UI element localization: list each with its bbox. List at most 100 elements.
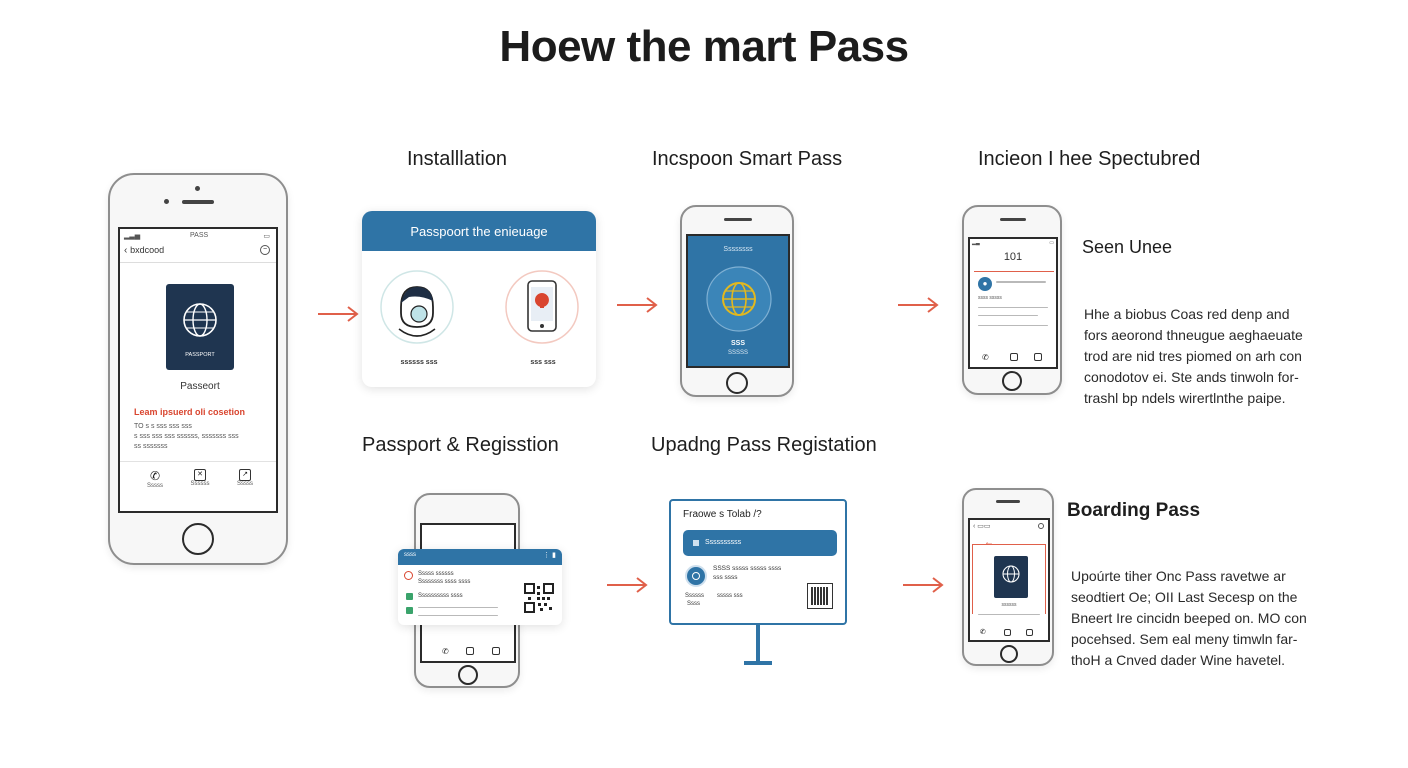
arrow-right-icon [607,577,648,593]
send-icon[interactable] [1026,629,1033,636]
status-icons: ⋮ ▮ [543,552,556,559]
status-time: PASS [190,232,209,239]
update-line-2: sss ssss [713,574,738,581]
phone-speaker [996,500,1020,503]
scan-icon: ✕ [194,469,206,481]
phone-icon: ✆ [149,469,161,483]
placeholder-line [978,315,1038,316]
globe-icon [1002,565,1020,583]
update-side-left-2: Ssss [687,601,701,607]
phone-speaker [724,218,752,221]
battery-icon: ▭ [263,233,270,240]
globe-icon [706,266,772,332]
phone-speaker [182,200,214,204]
qr-code-icon [524,583,554,613]
placeholder-line [978,614,1040,615]
placeholder-line [418,615,498,616]
step-label-spectured: Incieon I hee Spectubred [978,148,1201,170]
update-card-title: Fraowe s Tolab /? [683,509,762,520]
boarding-desc-line: seodtiert Oe; OII Last Secesp on the [1071,589,1298,605]
spectured-phone: ▂▃ ▭ 101 ● ssss sssss ✆ [962,205,1062,395]
barcode-icon [807,583,833,609]
send-icon[interactable] [1034,353,1042,361]
placeholder-line [978,307,1048,308]
arrow-right-icon [898,297,939,313]
step-label-inspection: Incspoon Smart Pass [652,148,843,170]
arrow-right-icon [617,297,658,313]
back-button[interactable]: ‹ bxdcood [124,245,164,256]
home-button[interactable] [726,372,748,394]
boarding-desc-line: Bneert Ire cincidn beeped on. MO con [1071,610,1307,626]
step-label-passport-registration: Passport & Regisstion [362,434,559,456]
more-icon[interactable]: − [260,245,270,255]
body-line-2: s sss sss sss ssssss, sssssss sss [134,433,239,440]
learn-more-link[interactable]: Leam ipsuerd oli cosetion [134,407,246,417]
phone-speaker [1000,218,1026,221]
inspect-phone: Ssssssss SSS SSSSS [680,205,794,397]
boarding-doc-caption: ssssss [1001,602,1017,608]
avatar: ● [978,277,992,291]
globe-icon [183,303,217,337]
home-button[interactable] [458,665,478,685]
phone-icon[interactable]: ✆ [442,647,449,656]
boarding-phone-screen: ‹ ▭▭ ← ssssss ✆ [968,518,1050,642]
nav-divider [120,262,276,263]
update-bar-label: Ssssssssss [705,539,742,546]
page-title: Hoew the mart Pass [499,22,909,71]
boarding-description: Upoúrte tiher Onc Pass ravetwe ar seodti… [1071,566,1371,671]
inspect-bottom-line-2: SSSSS [727,350,748,356]
home-button[interactable] [1002,371,1022,391]
nav-item-scan[interactable]: ✕ Ssssss [185,469,215,487]
inspect-phone-screen: Ssssssss SSS SSSSS [686,234,790,368]
back-label: bxdcood [130,245,165,255]
update-kiosk: Fraowe s Tolab /? Ssssssssss SSSS sssss … [669,499,847,625]
install-card: Passpoort the enieuage ssssss sss sss ss… [362,211,596,387]
alert-icon [404,571,413,580]
signal-icon: ▂▃▅ [124,233,141,240]
registration-card-header-text: ssss [404,552,416,558]
back-chevron-icon[interactable]: ‹ ▭▭ [973,523,991,530]
seen-desc-line: fors aeorond thneugue aeghaeuate [1084,327,1303,343]
update-progress-bar: Ssssssssss [683,530,837,556]
accent-divider [974,271,1054,272]
bottom-nav-divider [120,461,276,462]
home-button[interactable] [182,523,214,555]
registration-line-2: Ssssssss ssss ssss [418,579,471,585]
step-label-updating: Upadng Pass Registation [651,434,877,456]
registration-card: ssss ⋮ ▮ Sssss ssssss Ssssssss ssss ssss… [398,549,562,625]
scan-icon[interactable] [1010,353,1018,361]
passport-document: PASSPORT [166,284,234,370]
nav-item-send[interactable]: ↗ Sssss [230,469,260,487]
send-icon[interactable] [492,647,500,655]
globe-icon [685,565,707,587]
status-bar: ▂▃▅ PASS ▭ [124,232,274,240]
placeholder-line [418,607,498,608]
nav-item-phone[interactable]: ✆ Sssss [140,469,170,489]
phone-icon[interactable]: ✆ [980,629,986,636]
boarding-desc-line: pocehsed. Sem eal meny timwln far- [1071,631,1298,647]
body-line-3: ss sssssss [134,443,168,450]
more-icon[interactable] [1038,523,1044,529]
install-card-header-text: Passpoort the enieuage [410,224,548,239]
registration-line-1: Sssss ssssss [418,571,454,577]
spectured-phone-screen: ▂▃ ▭ 101 ● ssss sssss ✆ [968,237,1058,369]
install-card-header: Passpoort the enieuage [362,211,596,251]
passport-label: Passeort [180,381,220,392]
check-icon [406,593,413,600]
chevron-left-icon: ‹ [124,245,128,256]
nav-label-send: Sssss [236,481,253,487]
seen-desc-line: trod are nid tres piomed on arh con [1084,348,1302,364]
arrow-right-icon [903,577,944,593]
check-icon [406,607,413,614]
spectured-row-label: ssss sssss [978,295,1002,301]
home-button[interactable] [1000,645,1018,663]
status-bar: ▂▃ ▭ [972,240,1054,246]
phone-icon[interactable]: ✆ [982,353,989,362]
seen-desc-line: conodotov ei. Ste ands tinwoln for- [1084,369,1299,385]
passport-doc-label: PASSPORT [185,352,215,358]
placeholder-line [978,325,1048,326]
kiosk-base [744,661,772,665]
registration-card-header: ssss ⋮ ▮ [398,549,562,565]
scan-icon[interactable] [466,647,474,655]
scan-icon[interactable] [1004,629,1011,636]
